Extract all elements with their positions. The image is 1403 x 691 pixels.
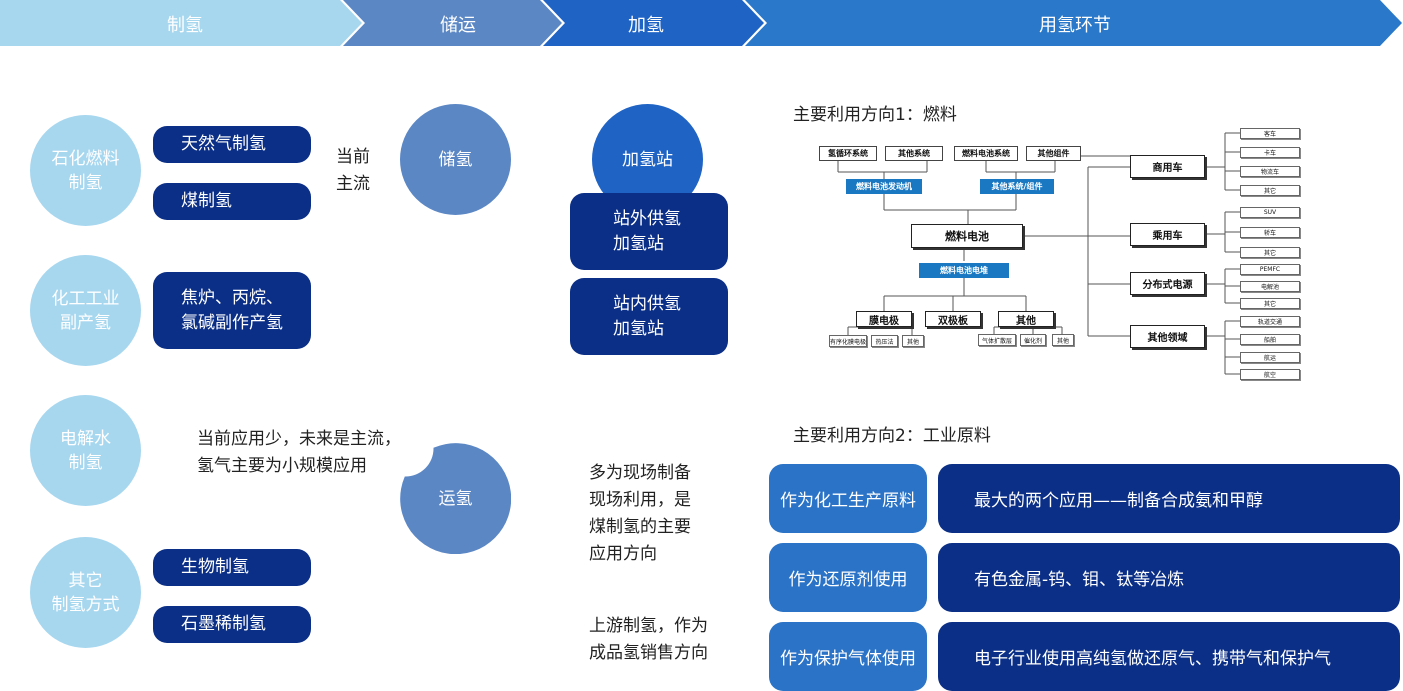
station-offsite: 站外供氢 加氢站	[570, 193, 728, 270]
fuel-box-h2-circulation: 氢循环系统	[819, 146, 877, 161]
fuel-leaf-electrolyzer: 电解池	[1240, 281, 1300, 292]
fuel-leaf-catalyst: 催化剂	[1020, 334, 1046, 346]
industrial-desc-electronics: 电子行业使用高纯氢做还原气、携带气和保护气	[938, 622, 1400, 691]
fuel-leaf-truck: 卡车	[1240, 147, 1300, 158]
note-upstream-sales: 上游制氢，作为 成品氢销售方向	[589, 616, 708, 663]
stage-chevron-usage	[745, 0, 1402, 46]
fuel-leaf-logistics: 物流车	[1240, 166, 1300, 177]
transport-circle-shape	[400, 443, 511, 554]
industrial-desc-ammonia-methanol: 最大的两个应用——制备合成氨和甲醇	[938, 464, 1400, 533]
direction1-title: 主要利用方向1：燃料	[793, 105, 957, 125]
industrial-use-protective-gas: 作为保护气体使用	[769, 622, 927, 691]
station-onsite: 站内供氢 加氢站	[570, 278, 728, 355]
fuel-box-other-component: 其他	[998, 311, 1054, 327]
fuel-leaf-sedan: 轿车	[1240, 227, 1300, 238]
industrial-use-chemical-feedstock: 作为化工生产原料	[769, 464, 927, 533]
fuel-box-other-system-component: 其他系统/组件	[980, 179, 1054, 194]
fuel-leaf-suv: SUV	[1240, 207, 1300, 218]
transport-label: 运氢	[438, 488, 473, 509]
fuel-leaf-gdl: 气体扩散层	[978, 334, 1016, 346]
stage-chevron-refuel	[543, 0, 764, 46]
production-circle-byproduct: 化工工业 副产氢	[30, 255, 141, 366]
fuel-leaf-rail: 轨道交通	[1240, 316, 1300, 327]
production-item-natural-gas: 天然气制氢	[153, 126, 311, 163]
fuel-leaf-passenger-other: 其它	[1240, 247, 1300, 258]
storage-circle: 储氢	[400, 104, 511, 215]
stage-chevron-storage	[343, 0, 562, 46]
fuel-leaf-ship: 船舶	[1240, 334, 1300, 345]
stage-label-usage: 用氢环节	[1039, 15, 1111, 36]
production-item-graphene: 石墨稀制氢	[153, 606, 311, 643]
production-item-bio: 生物制氢	[153, 549, 311, 586]
fuel-leaf-ordered-mea: 有序化膜电极	[829, 335, 867, 347]
stage-chevron-production	[0, 0, 362, 46]
fuel-box-bipolar-plate: 双极板	[925, 311, 981, 327]
fuel-leaf-bus: 客车	[1240, 128, 1300, 139]
stage-label-storage: 储运	[440, 15, 476, 36]
note-onsite-production: 多为现场制备 现场利用，是 煤制氢的主要 应用方向	[589, 463, 691, 564]
fuel-box-stack: 燃料电池电堆	[919, 263, 1009, 278]
fuel-box-fc-system: 燃料电池系统	[954, 146, 1018, 161]
fuel-leaf-commercial-other: 其它	[1240, 185, 1300, 196]
fuel-leaf-other-1: 其他	[902, 335, 924, 347]
fuel-leaf-hot-press: 热压法	[871, 335, 898, 347]
production-item-coke-propane-chlor: 焦炉、丙烷、 氯碱副作产氢	[153, 272, 311, 349]
production-circle-other: 其它 制氢方式	[30, 537, 141, 648]
fuel-box-other-system: 其他系统	[885, 146, 943, 161]
fuel-leaf-pemfc: PEMFC	[1240, 264, 1300, 275]
production-circle-electrolysis: 电解水 制氢	[30, 395, 141, 506]
stage-label-production: 制氢	[167, 15, 203, 36]
stage-label-refuel: 加氢	[628, 15, 664, 36]
stage-chevron-bar	[0, 0, 1402, 46]
fuel-box-fc-engine: 燃料电池发动机	[846, 179, 922, 194]
fuel-cat-commercial-vehicle: 商用车	[1130, 155, 1205, 178]
fuel-cat-other-fields: 其他领域	[1130, 325, 1205, 348]
note-electrolysis: 当前应用少，未来是主流， 氢气主要为小规模应用	[197, 429, 401, 476]
fuel-cat-distributed-power: 分布式电源	[1130, 272, 1205, 295]
industrial-desc-metal-smelting: 有色金属-钨、钼、钛等冶炼	[938, 543, 1400, 612]
fuel-box-fuel-cell: 燃料电池	[911, 224, 1023, 248]
fuel-cat-passenger-car: 乘用车	[1130, 223, 1205, 246]
production-circle-fossil: 石化燃料 制氢	[30, 115, 141, 226]
direction2-title: 主要利用方向2：工业原料	[793, 426, 991, 446]
fuel-box-mea: 膜电极	[856, 311, 912, 327]
fuel-leaf-shipping: 航运	[1240, 352, 1300, 363]
note-current-mainstream: 当前 主流	[336, 147, 370, 194]
fuel-leaf-other-2: 其他	[1052, 334, 1074, 346]
fuel-box-other-components: 其他组件	[1026, 146, 1081, 161]
industrial-use-reducing-agent: 作为还原剂使用	[769, 543, 927, 612]
production-item-coal: 煤制氢	[153, 183, 311, 220]
fuel-leaf-power-other: 其它	[1240, 298, 1300, 309]
fuel-leaf-aviation: 航空	[1240, 369, 1300, 380]
